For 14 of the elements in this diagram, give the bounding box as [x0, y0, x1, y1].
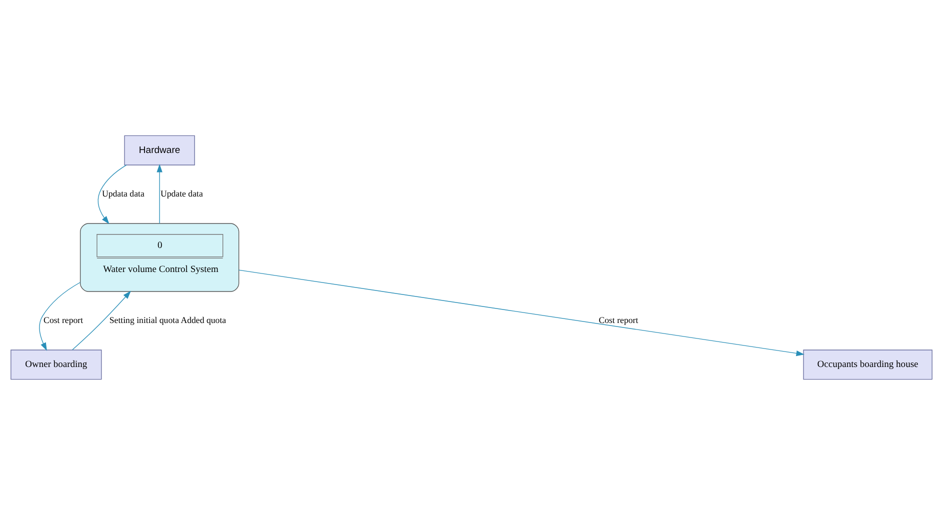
edge-label: Updata data [102, 188, 144, 199]
arrow [39, 282, 81, 351]
node-box: 0 Water volume Control System [80, 223, 240, 292]
node-box: Occupants boarding house [803, 350, 932, 380]
arrow [72, 290, 131, 350]
edge-label: Cost report [598, 315, 638, 326]
edge-label: Cost report [44, 315, 84, 326]
node-box: Hardware [124, 135, 195, 166]
node-box: Owner boarding [10, 350, 102, 380]
arrow [156, 164, 162, 224]
arrow [238, 270, 804, 356]
edge-label: Update data [160, 188, 203, 199]
edge-label: Setting initial quota Added quota [109, 315, 226, 326]
arrow [98, 164, 127, 224]
